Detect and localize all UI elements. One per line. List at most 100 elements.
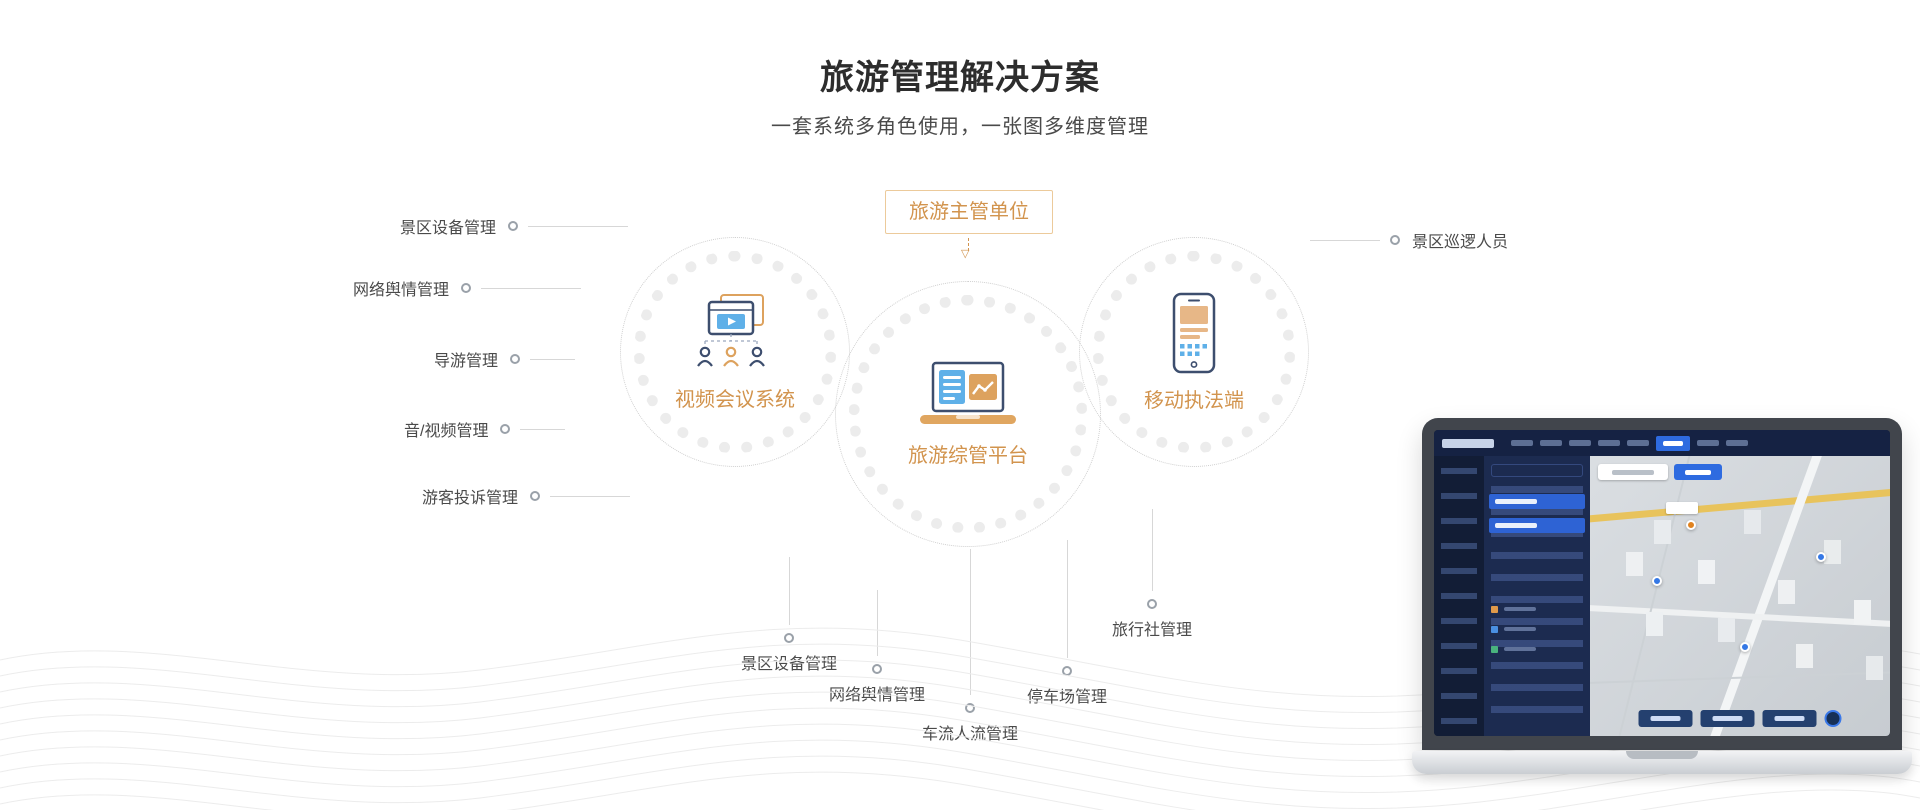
laptop-screen <box>1422 418 1902 750</box>
topbar-item <box>1511 440 1533 446</box>
tag-bar <box>1504 627 1536 631</box>
map-dropdown <box>1598 464 1668 480</box>
map-bottom-buttons <box>1638 710 1842 727</box>
map-button <box>1638 710 1693 727</box>
tag-chip <box>1491 646 1498 653</box>
connector-line <box>530 358 576 360</box>
node-platform: 旅游综管平台 <box>835 281 1101 547</box>
tick-ring <box>634 251 836 453</box>
connector-line <box>1066 540 1068 658</box>
page-subtitle: 一套系统多角色使用，一张图多维度管理 <box>771 116 1149 138</box>
spoke-label: 车流人流管理 <box>921 726 1018 743</box>
spoke-bottom-1: 网络舆情管理 <box>807 590 947 705</box>
node-core: 移动执法端 <box>1107 265 1281 439</box>
authority-box: 旅游主管单位 <box>885 190 1053 234</box>
map-button <box>1700 710 1755 727</box>
map-button <box>1762 710 1817 727</box>
map-search-button <box>1674 464 1722 480</box>
node-video-conference: 视频会议系统 <box>620 237 850 467</box>
connector-line <box>481 287 582 289</box>
node-label-platform: 旅游综管平台 <box>908 444 1028 467</box>
topbar-item <box>1569 440 1591 446</box>
laptop-notch <box>1626 751 1698 759</box>
connector-dot <box>510 354 521 364</box>
dashboard-map <box>1590 456 1890 736</box>
spoke-left-4: 游客投诉管理 <box>422 487 631 507</box>
spoke-left-2: 导游管理 <box>434 350 576 370</box>
tag-chip <box>1491 606 1498 613</box>
node-core: 视频会议系统 <box>648 265 822 439</box>
topbar-item <box>1697 440 1719 446</box>
laptop-mockup <box>1412 418 1912 774</box>
spoke-label: 网络舆情管理 <box>353 282 450 299</box>
tag-chip <box>1491 626 1498 633</box>
authority-label: 旅游主管单位 <box>909 201 1029 223</box>
connector-dot <box>530 491 541 501</box>
spoke-left-1: 网络舆情管理 <box>353 279 582 299</box>
dashboard-body <box>1434 456 1890 736</box>
map-controls <box>1598 464 1722 480</box>
video-conference-icon <box>697 293 765 367</box>
map-marker-label <box>1666 502 1698 514</box>
sidebar-menu-rows <box>1441 468 1477 724</box>
node-core: 旅游综管平台 <box>865 311 1071 517</box>
connector-line <box>969 549 971 695</box>
map-buildings <box>1626 552 1643 576</box>
spoke-label: 游客投诉管理 <box>422 490 519 507</box>
connector-line <box>1151 509 1153 591</box>
spoke-label: 景区设备管理 <box>400 220 497 237</box>
dashboard-sidebar <box>1434 456 1484 736</box>
connector-dot <box>508 221 519 231</box>
spoke-bottom-3: 停车场管理 <box>997 540 1137 707</box>
map-road-main <box>1590 483 1890 524</box>
connector-line <box>528 225 629 227</box>
connector-line <box>788 557 790 625</box>
arrow-dash-line <box>968 238 969 251</box>
tick-ring <box>1093 251 1295 453</box>
mobile-terminal-icon <box>1172 292 1216 373</box>
map-marker <box>1652 576 1662 586</box>
arrow-down-icon: ▽ <box>961 248 970 260</box>
topbar-item-active <box>1656 435 1690 451</box>
spoke-left-3: 音/视频管理 <box>404 420 566 440</box>
topbar-item <box>1627 440 1649 446</box>
panel-row-selected <box>1489 494 1585 509</box>
node-label-video: 视频会议系统 <box>675 388 795 411</box>
map-round-button <box>1824 710 1842 727</box>
spoke-label: 景区巡逻人员 <box>1412 234 1509 251</box>
map-marker <box>1816 552 1826 562</box>
connector-line <box>876 590 878 656</box>
map-marker-highlight <box>1686 520 1696 530</box>
spoke-right-0: 景区巡逻人员 <box>1310 231 1509 251</box>
connector-line <box>520 428 566 430</box>
spoke-label: 导游管理 <box>434 353 499 370</box>
dashboard-topbar <box>1434 430 1890 456</box>
topbar-item <box>1598 440 1620 446</box>
tag-bar <box>1504 647 1536 651</box>
node-mobile-terminal: 移动执法端 <box>1079 237 1309 467</box>
tag-bar <box>1504 607 1536 611</box>
panel-search <box>1491 464 1583 477</box>
connector-dot <box>965 703 975 713</box>
spoke-bottom-2: 车流人流管理 <box>900 549 1040 744</box>
dashboard-panel <box>1484 456 1590 736</box>
map-marker <box>1740 642 1750 652</box>
tick-ring <box>849 295 1087 533</box>
dotted-ring <box>835 281 1101 547</box>
node-label-mobile: 移动执法端 <box>1144 389 1244 412</box>
spoke-left-0: 景区设备管理 <box>400 217 629 237</box>
spoke-bottom-4: 旅行社管理 <box>1082 509 1222 640</box>
connector-dot <box>1390 235 1400 245</box>
connector-dot <box>500 424 511 434</box>
connector-line <box>550 495 631 497</box>
spoke-label: 旅行社管理 <box>1111 622 1192 639</box>
topbar-item <box>1540 440 1562 446</box>
spoke-label: 网络舆情管理 <box>828 687 925 704</box>
map-road <box>1590 604 1890 630</box>
connector-dot <box>784 633 794 643</box>
connector-dot <box>461 283 472 293</box>
map-road <box>1605 456 1697 736</box>
page-title: 旅游管理解决方案 <box>820 59 1100 97</box>
connector-dot <box>1147 599 1157 609</box>
